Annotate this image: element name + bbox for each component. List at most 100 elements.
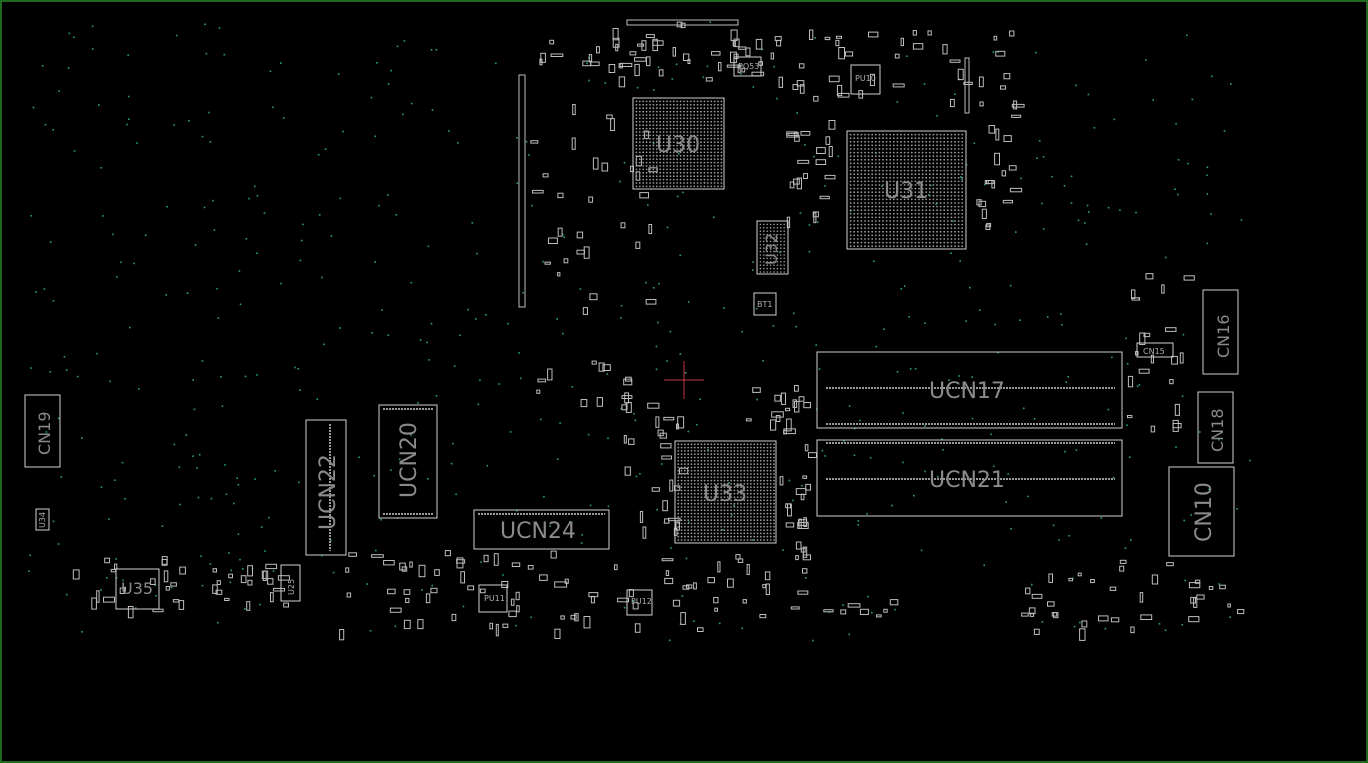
bga-pad <box>928 173 931 176</box>
smd-part <box>800 493 805 501</box>
bga-pad <box>892 169 895 172</box>
bga-pad <box>723 529 726 531</box>
bga-pad <box>730 535 732 538</box>
bga-pad <box>753 459 756 462</box>
bga-pad <box>954 209 956 212</box>
via <box>647 204 649 206</box>
chip-u30[interactable]: U30 <box>632 97 725 190</box>
bga-pad <box>936 137 938 140</box>
bga-pad <box>697 502 699 505</box>
chip-pu11[interactable]: PU11 <box>478 584 508 613</box>
bga-pad <box>900 158 902 161</box>
bga-pad <box>753 532 756 535</box>
bga-pad <box>885 133 888 136</box>
smd-part <box>847 603 861 608</box>
connector-cn16[interactable]: CN16 <box>1202 289 1239 375</box>
battery-bt1[interactable]: BT1 <box>753 292 777 316</box>
via <box>741 330 743 333</box>
bga-pad <box>753 453 756 456</box>
bga-pad <box>689 148 692 150</box>
chip-u32[interactable]: U32 <box>756 220 789 275</box>
via <box>857 524 859 526</box>
chip-pu10[interactable]: PU10 <box>850 64 881 95</box>
connector-ucn24[interactable]: UCN24 <box>473 509 610 550</box>
bga-pad <box>720 486 723 489</box>
chip-pu12[interactable]: PU12 <box>626 589 653 616</box>
smd-part <box>661 558 674 562</box>
bga-pad <box>769 223 772 226</box>
via <box>179 503 181 506</box>
smd-part <box>984 180 989 185</box>
bga-pad <box>642 110 645 113</box>
bga-pad <box>759 535 762 538</box>
chip-u35[interactable]: U35 <box>115 568 160 610</box>
bga-pad <box>932 162 935 165</box>
smd-part <box>489 622 493 630</box>
smd-part <box>679 467 689 475</box>
bga-pad <box>882 216 884 219</box>
connector-ucn22[interactable]: UCN22 <box>305 419 347 556</box>
via <box>1086 204 1089 207</box>
via <box>1042 156 1045 158</box>
connector-ucn20[interactable]: UCN20 <box>378 404 438 519</box>
smd-part <box>602 364 611 372</box>
bga-pad <box>885 151 888 154</box>
connector-ucn17[interactable]: UCN17 <box>816 351 1123 429</box>
smd-part <box>778 76 783 88</box>
bga-pad <box>696 148 699 150</box>
smd-part <box>798 519 808 526</box>
bga-pad <box>736 450 739 452</box>
bga-pad <box>743 466 746 469</box>
connector-cn15[interactable]: CN15 <box>1136 342 1174 358</box>
chip-pq53[interactable]: PQ53 <box>733 56 762 77</box>
bga-pad <box>769 264 772 267</box>
bga-pad <box>957 176 960 179</box>
chip-u25[interactable]: U25 <box>280 564 301 602</box>
chip-u31[interactable]: U31 <box>846 130 967 250</box>
bga-pad <box>696 141 699 144</box>
via <box>65 369 68 371</box>
bga-pad <box>703 479 706 482</box>
bga-pad <box>642 100 645 103</box>
bga-pad <box>878 155 881 158</box>
bga-pad <box>662 110 665 113</box>
bga-pad <box>756 522 759 525</box>
via <box>842 604 844 606</box>
bga-pad <box>676 171 679 174</box>
via <box>666 226 669 229</box>
connector-cn10[interactable]: CN10 <box>1168 466 1235 557</box>
via <box>128 118 130 120</box>
bga-pad <box>763 446 765 449</box>
chip-u34[interactable]: U34 <box>35 508 50 531</box>
via <box>733 504 735 507</box>
connector-cn18[interactable]: CN18 <box>1197 391 1234 464</box>
bga-pad <box>680 535 683 538</box>
bga-pad <box>703 466 706 469</box>
bga-pad <box>961 137 964 140</box>
bga-pad <box>957 184 960 186</box>
smd-part <box>645 299 657 305</box>
bga-pad <box>700 443 703 446</box>
via <box>813 155 815 158</box>
smd-part <box>589 293 598 301</box>
bga-pad <box>700 525 703 528</box>
bga-pad <box>759 479 762 482</box>
bga-pad <box>746 459 749 462</box>
connector-cn19[interactable]: CN19 <box>24 394 61 468</box>
chip-u33[interactable]: U33 <box>674 440 777 544</box>
smd-part <box>283 602 290 608</box>
bga-pad <box>666 161 668 164</box>
bga-pad <box>710 479 713 482</box>
bga-pad <box>713 529 716 531</box>
bga-pad <box>900 187 902 190</box>
connector-ucn21[interactable]: UCN21 <box>816 439 1123 517</box>
bga-pad <box>914 133 917 136</box>
bga-pad <box>766 250 768 253</box>
via <box>1100 517 1103 519</box>
via <box>795 325 797 328</box>
bga-pad <box>871 227 874 230</box>
via <box>96 352 98 355</box>
bga-pad <box>950 187 953 190</box>
via <box>808 250 811 253</box>
via <box>217 317 220 319</box>
